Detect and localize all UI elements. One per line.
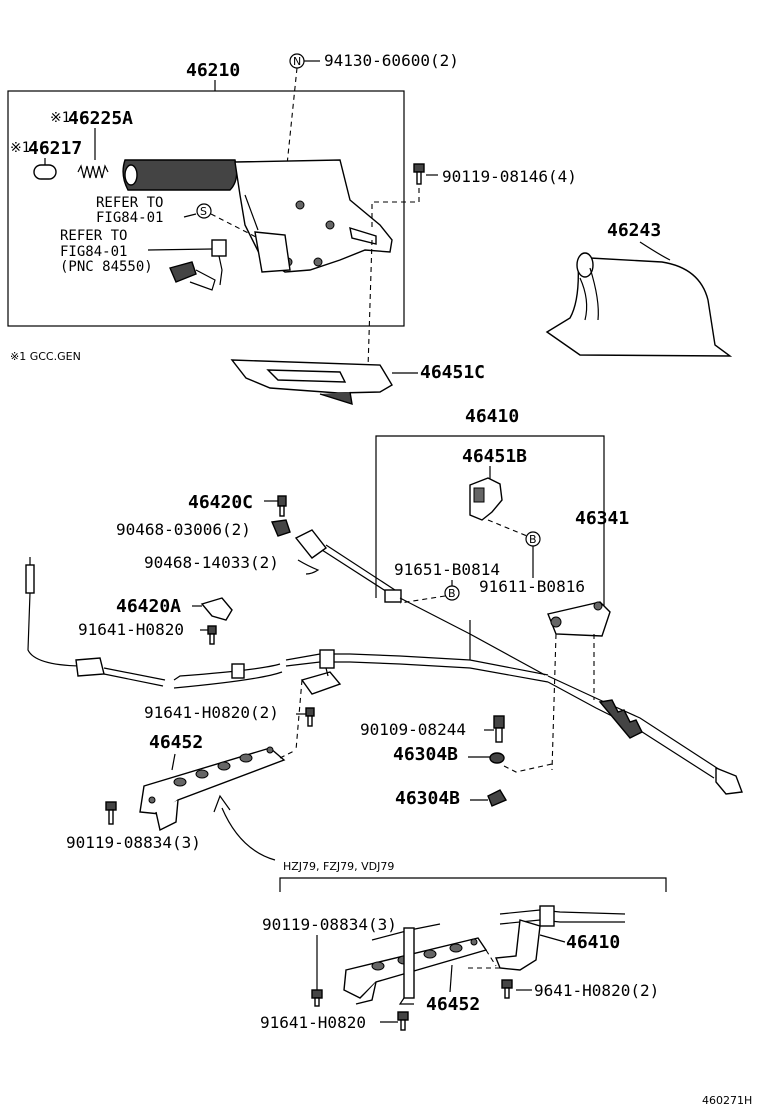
- label-91641-h0820-b[interactable]: 91641-H0820: [260, 1013, 366, 1032]
- label-90468-14033[interactable]: 90468-14033(2): [144, 553, 279, 572]
- diagram-id: 460271H: [702, 1094, 752, 1107]
- refer-to-2-line2[interactable]: FIG84-01: [60, 244, 127, 260]
- note-mark-46225a: ※1: [50, 110, 70, 126]
- label-90109-08244[interactable]: 90109-08244: [360, 720, 466, 739]
- b-marker-1: B: [525, 531, 541, 547]
- bolt-90119-08834-b: [311, 989, 323, 1007]
- label-46451b[interactable]: 46451B: [462, 446, 527, 467]
- clip-90468-03006: [270, 519, 291, 537]
- svg-text:B: B: [529, 533, 537, 546]
- label-9641-h0820[interactable]: 9641-H0820(2): [534, 981, 659, 1000]
- label-91611-b0816[interactable]: 91611-B0816: [479, 577, 585, 596]
- cable-clamp-bottom: [371, 923, 441, 1005]
- footnote-gcc-gen: ※1 GCC.GEN: [10, 350, 81, 363]
- variant-arrow: [213, 794, 276, 861]
- bolt-91641-h0820-b: [397, 1011, 409, 1031]
- label-46420c[interactable]: 46420C: [188, 492, 253, 513]
- refer-to-2-line3: (PNC 84550): [60, 259, 153, 275]
- label-46420a[interactable]: 46420A: [116, 596, 181, 617]
- b-marker-2: B: [444, 585, 460, 601]
- label-46452-top[interactable]: 46452: [149, 732, 203, 753]
- refer-to-2-line1: REFER TO: [60, 228, 127, 244]
- assembly-46210-frame: [7, 90, 405, 327]
- plate-46451c: [230, 359, 393, 406]
- bracket-46451b: [469, 477, 503, 521]
- label-46243[interactable]: 46243: [607, 220, 661, 241]
- bolt-9641-h0820: [501, 979, 513, 999]
- bolt-46420c: [277, 495, 287, 517]
- bracket-46452-top: [139, 746, 286, 832]
- label-90119-08146[interactable]: 90119-08146(4): [442, 167, 577, 186]
- brake-switch-connector: [169, 239, 227, 291]
- refer-to-1-line2[interactable]: FIG84-01: [96, 210, 163, 226]
- label-46217[interactable]: 46217: [28, 138, 82, 159]
- note-mark-46217: ※1: [10, 140, 30, 156]
- cable-bottom-46410: [495, 905, 626, 971]
- n-marker: N: [289, 53, 305, 69]
- svg-text:N: N: [293, 55, 301, 68]
- spring-46225a: [77, 164, 109, 179]
- bolt-90109-08244: [493, 715, 505, 743]
- label-46304b-2[interactable]: 46304B: [395, 788, 460, 809]
- model-variant-label: HZJ79, FZJ79, VDJ79: [283, 860, 394, 873]
- label-94130-60600[interactable]: 94130-60600(2): [324, 51, 459, 70]
- button-cap-46217: [33, 164, 57, 180]
- label-46341[interactable]: 46341: [575, 508, 629, 529]
- label-90468-03006[interactable]: 90468-03006(2): [116, 520, 251, 539]
- grommet-46304b-2: [487, 789, 508, 807]
- label-91651-b0814[interactable]: 91651-B0814: [394, 560, 500, 579]
- label-46451c[interactable]: 46451C: [420, 362, 485, 383]
- bolt-90119-08834-a: [105, 801, 117, 825]
- switch-bracket: [244, 194, 291, 273]
- label-46304b-1[interactable]: 46304B: [393, 744, 458, 765]
- label-91641-h0820-2[interactable]: 91641-H0820(2): [144, 703, 279, 722]
- clip-46420a: [200, 597, 233, 621]
- bolt-91641-h0820-a: [207, 625, 217, 645]
- svg-text:B: B: [448, 587, 456, 600]
- bracket-46452-bottom: [343, 937, 488, 1005]
- label-90119-08834-b[interactable]: 90119-08834(3): [262, 915, 397, 934]
- rear-cable: [173, 649, 743, 795]
- refer-to-1-line1: REFER TO: [96, 195, 163, 211]
- bolt-91641-h0820-2: [305, 707, 315, 727]
- label-46410-bottom[interactable]: 46410: [566, 932, 620, 953]
- clip-90468-14033: [297, 559, 320, 575]
- label-90119-08834-a[interactable]: 90119-08834(3): [66, 833, 201, 852]
- label-46210[interactable]: 46210: [186, 60, 240, 81]
- washer-46304b-1: [489, 752, 505, 764]
- s-marker: S: [196, 203, 212, 219]
- label-46410-top[interactable]: 46410: [465, 406, 519, 427]
- bolt-90119-08146: [413, 163, 425, 185]
- label-46225a[interactable]: 46225A: [68, 108, 133, 129]
- lever-boot-46243: [545, 252, 733, 357]
- equalizer-46341: [547, 601, 611, 637]
- svg-text:S: S: [200, 205, 207, 218]
- front-cable: [294, 529, 546, 676]
- label-91641-h0820-a[interactable]: 91641-H0820: [78, 620, 184, 639]
- left-rear-cable: [25, 557, 166, 687]
- cable-bracket: [300, 667, 342, 695]
- label-46452-bottom[interactable]: 46452: [426, 994, 480, 1015]
